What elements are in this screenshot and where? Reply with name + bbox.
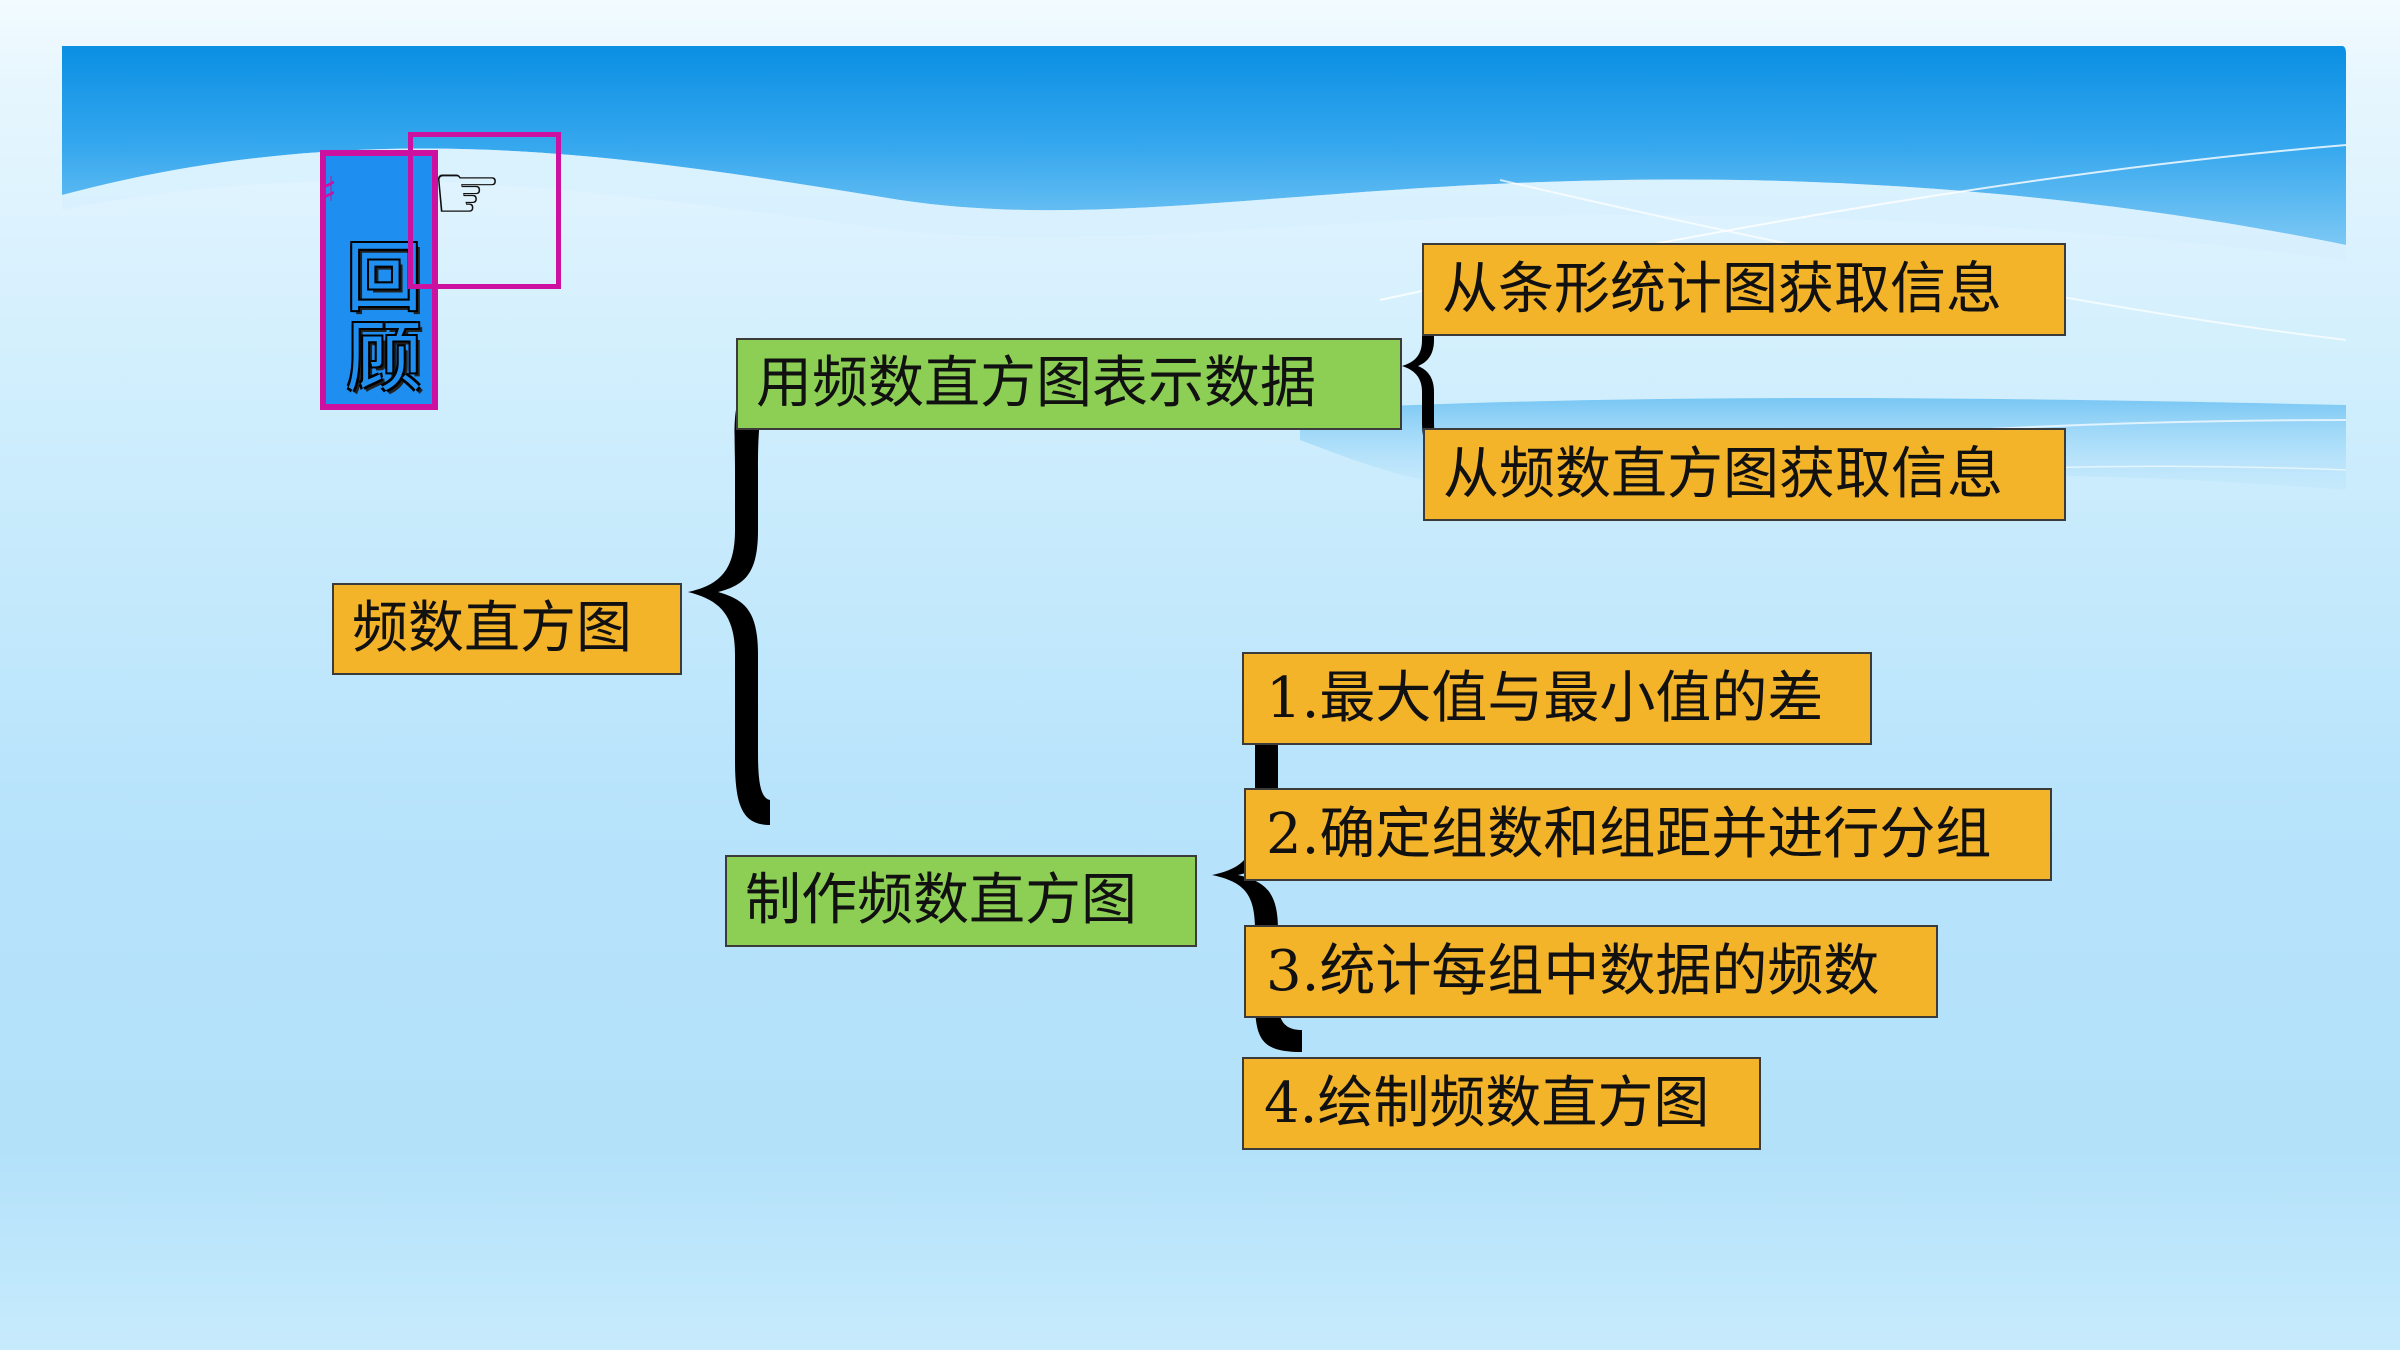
make-step: 2.确定组数和组距并进行分组 [1244, 788, 2052, 881]
represent-item: 从频数直方图获取信息 [1423, 428, 2066, 521]
make-step: 4.绘制频数直方图 [1242, 1057, 1761, 1150]
root-label: 频数直方图 [352, 596, 632, 661]
review-tag: ♯ 回 顾 [318, 150, 438, 410]
hand-pointer-box: ☞ [408, 132, 561, 289]
review-mark: ♯ [318, 169, 338, 215]
make-step: 1.最大值与最小值的差 [1242, 652, 1872, 745]
make-step-label: 4.绘制频数直方图 [1264, 1070, 1710, 1136]
hand-pointer-icon: ☞ [431, 146, 503, 239]
make-step: 3.统计每组中数据的频数 [1244, 925, 1938, 1018]
make-step-label: 3.统计每组中数据的频数 [1266, 938, 1880, 1004]
make-step-label: 2.确定组数和组距并进行分组 [1266, 801, 1992, 867]
branch-make-node: 制作频数直方图 [725, 855, 1197, 947]
represent-item: 从条形统计图获取信息 [1422, 243, 2066, 336]
branch-represent-node: 用频数直方图表示数据 [736, 338, 1402, 430]
review-char-2: 顾 [346, 313, 422, 402]
branch-represent-label: 用频数直方图表示数据 [756, 351, 1316, 416]
root-node: 频数直方图 [332, 583, 682, 675]
branch-make-label: 制作频数直方图 [745, 868, 1137, 933]
make-step-label: 1.最大值与最小值的差 [1266, 665, 1824, 731]
represent-item-label: 从条形统计图获取信息 [1442, 256, 2002, 322]
represent-item-label: 从频数直方图获取信息 [1443, 441, 2003, 507]
